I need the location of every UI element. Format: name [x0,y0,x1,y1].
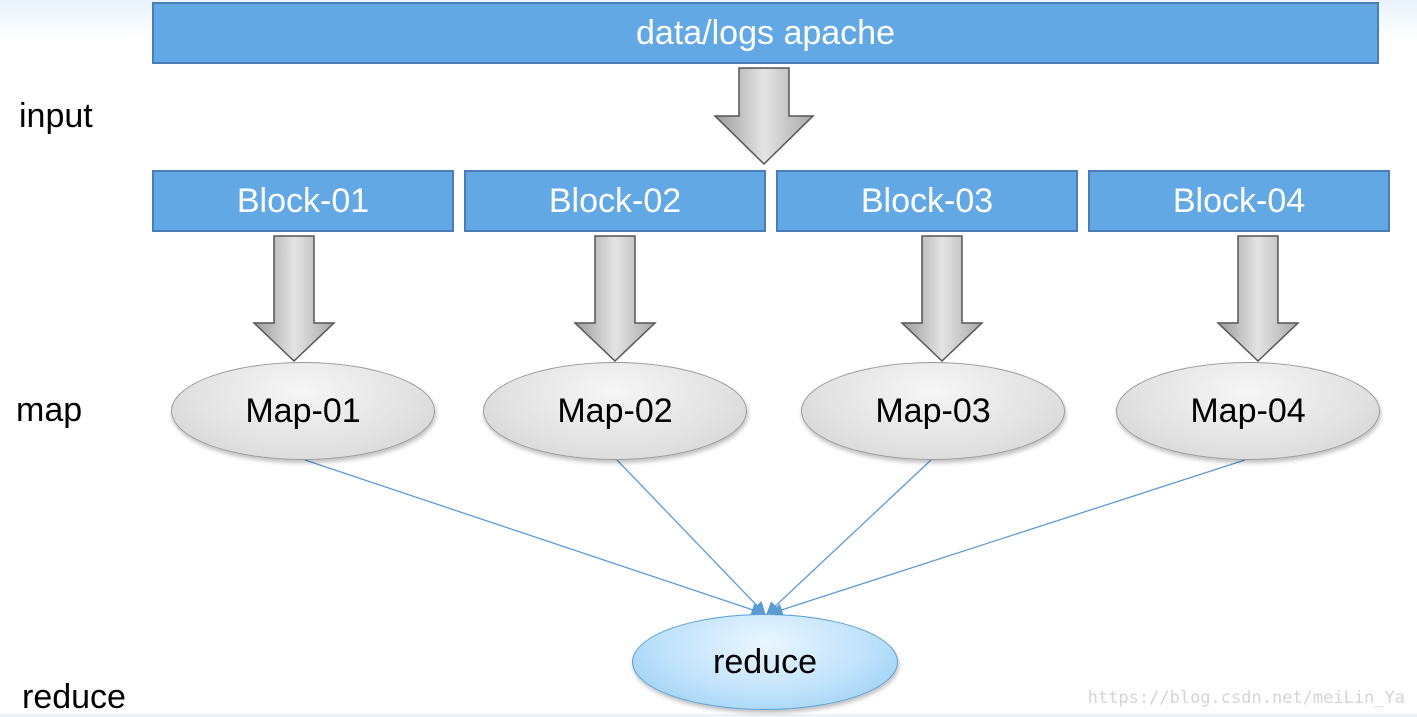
source-box: data/logs apache [152,2,1379,64]
reduce-label: reduce [713,642,817,681]
map-label: Map-01 [245,391,361,430]
block-box-03: Block-03 [776,170,1078,232]
block-box-02: Block-02 [464,170,766,232]
reduce-node: reduce [632,614,898,710]
map-node-04: Map-04 [1116,362,1380,460]
block-label: Block-03 [860,181,994,220]
block-box-04: Block-04 [1088,170,1390,232]
connector-map-04 [769,459,1246,616]
map-node-01: Map-01 [171,362,435,460]
stage-label-input: input [19,97,93,135]
down-arrow-block-03 [900,235,984,363]
block-label: Block-04 [1172,181,1306,220]
stage-label-map: map [16,391,83,429]
map-node-03: Map-03 [801,362,1065,460]
connector-map-03 [766,459,932,615]
map-label: Map-02 [557,391,673,430]
map-node-02: Map-02 [483,362,747,460]
watermark-text: https://blog.csdn.net/meiLin_Ya [1087,688,1405,708]
down-arrow-block-02 [573,235,657,363]
block-label: Block-01 [236,181,370,220]
source-label: data/logs apache [636,13,895,52]
down-arrow-block-04 [1216,235,1300,363]
map-label: Map-04 [1190,391,1306,430]
connector-map-01 [304,459,765,616]
map-label: Map-03 [875,391,991,430]
stage-label-reduce: reduce [22,678,126,716]
block-label: Block-02 [548,181,682,220]
connector-map-02 [616,459,766,615]
block-box-01: Block-01 [152,170,454,232]
down-arrow-source [713,67,815,166]
down-arrow-block-01 [252,235,336,363]
